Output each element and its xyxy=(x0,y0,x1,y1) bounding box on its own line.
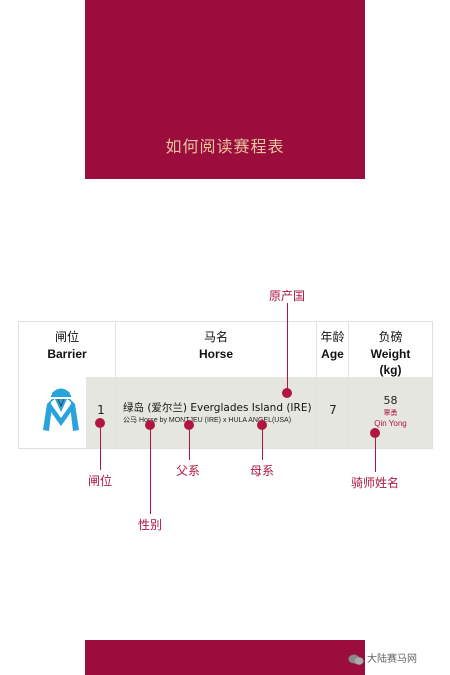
callout-sire: 父系 xyxy=(176,464,201,478)
callout-sex-dot xyxy=(145,420,155,430)
watermark-text: 大陆赛马网 xyxy=(367,654,417,665)
callout-origin: 原产国 xyxy=(269,289,306,303)
header-barrier-en: Barrier xyxy=(47,347,87,361)
silk-cell xyxy=(19,377,86,448)
callout-sire-dot xyxy=(184,420,194,430)
wechat-icon xyxy=(348,654,364,665)
horse-name: 绿岛 (爱尔兰) Everglades Island (IRE) xyxy=(123,402,312,414)
jockey-silks-icon xyxy=(43,388,79,440)
header-barrier-cn: 闸位 xyxy=(54,330,79,344)
header-weight-en: Weight xyxy=(370,347,411,361)
header-weight: 负磅 Weight (kg) xyxy=(349,322,432,377)
header-age-cn: 年龄 xyxy=(320,330,345,344)
header-age: 年龄 Age xyxy=(317,322,348,376)
callout-jockey-dot xyxy=(370,428,380,438)
callout-jockey-line xyxy=(375,438,376,472)
header-banner: 如何阅读赛程表 xyxy=(85,0,365,179)
watermark: 大陆赛马网 xyxy=(348,650,417,665)
callout-origin-dot xyxy=(282,388,292,398)
callout-dam-dot xyxy=(257,420,267,430)
callout-dam: 母系 xyxy=(250,464,275,478)
header-weight-cn: 负磅 xyxy=(378,330,403,344)
header-horse-en: Horse xyxy=(198,347,233,361)
weight-value: 58 xyxy=(383,394,398,407)
callout-barrier-dot xyxy=(95,418,105,428)
callout-sex: 性别 xyxy=(138,518,163,532)
page-title: 如何阅读赛程表 xyxy=(165,137,285,156)
callout-jockey: 骑师姓名 xyxy=(351,476,400,490)
jockey-name-cn: 覃勇 xyxy=(383,409,398,417)
horse-pedigree: 公马 Horse by MONTJEU (IRE) x HULA ANGEL(U… xyxy=(123,417,292,424)
callout-barrier-line xyxy=(100,428,101,470)
callout-sire-line xyxy=(189,430,190,460)
column-divider xyxy=(115,322,116,448)
age-value: 7 xyxy=(329,403,337,417)
jockey-name-en: Qin Yong xyxy=(374,419,407,428)
barrier-value: 1 xyxy=(97,403,105,417)
header-barrier: 闸位 Barrier xyxy=(19,322,115,376)
callout-origin-line xyxy=(287,303,288,390)
column-divider xyxy=(316,322,317,448)
callout-barrier: 闸位 xyxy=(88,474,113,488)
callout-sex-line xyxy=(150,430,151,514)
header-horse: 马名 Horse xyxy=(116,322,316,376)
column-divider xyxy=(348,322,349,448)
callout-dam-line xyxy=(262,430,263,460)
header-age-en: Age xyxy=(321,347,344,361)
footer-banner xyxy=(85,640,365,675)
header-weight-unit: (kg) xyxy=(379,363,402,377)
header-horse-cn: 马名 xyxy=(203,330,228,344)
